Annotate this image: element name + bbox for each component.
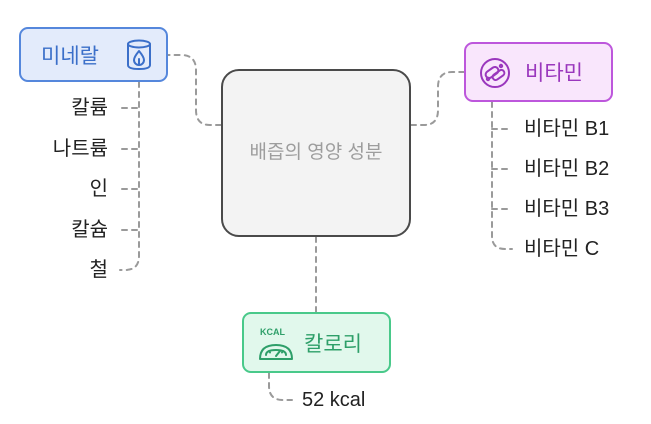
water-drop-glass-icon bbox=[124, 39, 154, 76]
minerals-node: 미네랄 bbox=[19, 27, 168, 82]
minerals-label: 미네랄 bbox=[41, 44, 99, 68]
center-topic-label: 배즙의 영양 성분 bbox=[249, 142, 383, 163]
center-topic-node: 배즙의 영양 성분 bbox=[221, 69, 411, 237]
kcal-scale-icon: KCAL bbox=[257, 325, 295, 368]
vitamins-node: 비타민 bbox=[464, 42, 613, 102]
pills-icon bbox=[479, 57, 511, 94]
calorie-item: 52 kcal bbox=[302, 389, 366, 411]
vitamin-item: 비타민 C bbox=[524, 238, 600, 260]
kcal-icon-text: KCAL bbox=[260, 327, 285, 337]
mineral-item: 칼슘 bbox=[71, 219, 108, 241]
vitamin-item: 비타민 B2 bbox=[524, 158, 610, 180]
calories-node: KCAL 칼로리 bbox=[242, 312, 391, 373]
vitamins-label: 비타민 bbox=[525, 62, 583, 85]
mineral-item: 칼륨 bbox=[71, 97, 108, 119]
mineral-item: 나트륨 bbox=[52, 138, 108, 160]
calories-label: 칼로리 bbox=[304, 332, 362, 356]
vitamin-item: 비타민 B3 bbox=[524, 198, 610, 220]
mineral-item: 인 bbox=[89, 178, 108, 200]
vitamin-item: 비타민 B1 bbox=[524, 118, 610, 140]
mineral-item: 철 bbox=[89, 259, 108, 281]
